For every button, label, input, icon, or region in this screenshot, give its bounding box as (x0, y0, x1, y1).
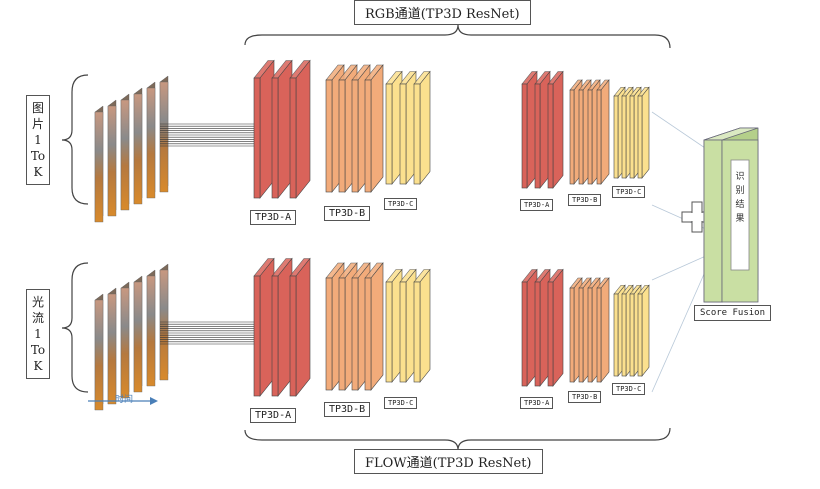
rgb-frame-stack (94, 75, 169, 223)
rgb-connector-lines (160, 123, 258, 147)
flow-tp3d-b-label: TP3D-B (324, 402, 371, 417)
flow-tp3d-c-block-slab (385, 268, 403, 383)
flow-input-label: 光 流 1 To K (26, 289, 50, 379)
flow-tp3d-a-block-slab (253, 257, 275, 397)
rgb-small-tp3d-a-label: TP3D-A (520, 199, 554, 211)
rgb-tp3d-b-block (325, 64, 384, 193)
output-box (703, 127, 759, 303)
rgb-input-label: 图 片 1 To K (26, 95, 50, 185)
rgb-tp3d-c-block-slab (385, 70, 403, 185)
flow-connector-lines (160, 321, 258, 345)
flow-tp3d-b-block (325, 262, 384, 391)
time-arrow-head (150, 397, 158, 405)
flow-input-brace (61, 262, 89, 393)
rgb-tp3d-b-label: TP3D-B (324, 206, 371, 221)
flow-small-tp3d-c-block (613, 284, 650, 377)
rgb-tp3d-c-block-slab (413, 70, 431, 185)
rgb-tp3d-c-label: TP3D-C (384, 198, 418, 210)
flow-small-tp3d-b-label: TP3D-B (568, 391, 602, 403)
fusion-lines (651, 111, 709, 393)
time-label: 时间 (115, 395, 134, 405)
flow-stream-title: FLOW通道(TP3D ResNet) (354, 449, 543, 474)
flow-tp3d-a-block-slab (289, 257, 311, 397)
rgb-stream-title: RGB通道(TP3D ResNet) (354, 0, 531, 25)
rgb-small-tp3d-c-block (613, 86, 650, 179)
rgb-tp3d-a-block (253, 59, 311, 199)
flow-small-tp3d-b-block-slab (596, 277, 610, 383)
flow-tp3d-c-block-slab (413, 268, 431, 383)
flow-tp3d-c-block-slab (399, 268, 417, 383)
flow-tp3d-b-block-slab (364, 262, 384, 391)
rgb-tp3d-a-label: TP3D-A (250, 210, 297, 225)
rgb-input-brace (61, 74, 89, 205)
rgb-tp3d-c-block (385, 70, 431, 185)
flow-small-tp3d-b-block (569, 277, 610, 383)
rgb-small-tp3d-b-block (569, 79, 610, 185)
rgb-small-tp3d-a-block-slab (534, 70, 551, 189)
flow-small-tp3d-a-block-slab (521, 268, 538, 387)
flow-small-tp3d-a-label: TP3D-A (520, 397, 554, 409)
bottom-brace (244, 427, 671, 451)
flow-small-tp3d-a-block-slab (547, 268, 564, 387)
flow-small-tp3d-a-block (521, 268, 564, 387)
flow-tp3d-a-block-slab (271, 257, 293, 397)
flow-tp3d-c-label: TP3D-C (384, 397, 418, 409)
flow-small-tp3d-c-label: TP3D-C (612, 383, 646, 395)
result-text: 识 别 结 果 (735, 172, 745, 224)
rgb-small-tp3d-b-label: TP3D-B (568, 194, 602, 206)
rgb-tp3d-a-block-slab (289, 59, 311, 199)
rgb-tp3d-a-block-slab (271, 59, 293, 199)
rgb-tp3d-c-block-slab (399, 70, 417, 185)
rgb-small-tp3d-c-label: TP3D-C (612, 186, 646, 198)
rgb-small-tp3d-a-block-slab (521, 70, 538, 189)
flow-tp3d-a-label: TP3D-A (250, 408, 297, 423)
flow-tp3d-a-block (253, 257, 311, 397)
rgb-tp3d-a-block-slab (253, 59, 275, 199)
flow-small-tp3d-a-block-slab (534, 268, 551, 387)
rgb-small-tp3d-a-block-slab (547, 70, 564, 189)
flow-frame-stack (94, 263, 169, 411)
top-brace (244, 24, 671, 49)
rgb-small-tp3d-c-block-slab (637, 86, 650, 179)
flow-small-tp3d-c-block-slab (637, 284, 650, 377)
plus-icon (681, 201, 713, 233)
rgb-tp3d-b-block-slab (364, 64, 384, 193)
rgb-small-tp3d-a-block (521, 70, 564, 189)
flow-tp3d-c-block (385, 268, 431, 383)
score-fusion-label: Score Fusion (694, 305, 772, 321)
rgb-small-tp3d-b-block-slab (596, 79, 610, 185)
